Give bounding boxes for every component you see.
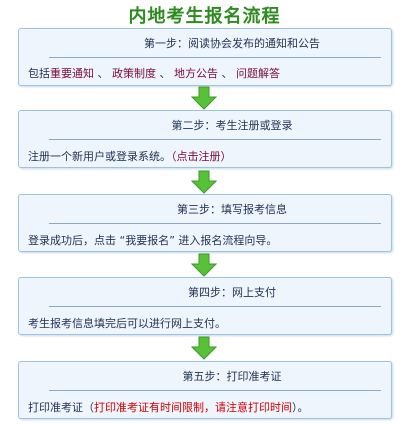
divider (49, 306, 381, 307)
step-1-heading: 第一步：阅读协会发布的通知和公告 (144, 37, 320, 50)
step-5-description: 打印准考证（打印准考证有时间限制，请注意打印时间）。 (28, 399, 309, 415)
step-4-heading: 第四步：网上支付 (188, 286, 276, 299)
separator: 、 (156, 67, 171, 80)
step-5-box: 第五步：打印准考证 打印准考证（打印准考证有时间限制，请注意打印时间）。 (18, 361, 392, 419)
desc-prefix: 打印准考证（ (28, 401, 94, 414)
step-1-description: 包括重要通知 、 政策制度 、 地方公告 、 问题解答 (28, 65, 280, 81)
step-3-heading: 第三步：填写报考信息 (177, 203, 287, 216)
page-title: 内地考生报名流程 (128, 6, 281, 27)
link-local-announcement[interactable]: 地方公告 (174, 67, 218, 80)
step-3-box: 第三步：填写报考信息 登录成功后，点击 “我要报名” 进入报名流程向导。 (18, 194, 392, 252)
step-2-box: 第二步：考生注册或登录 注册一个新用户或登录系统。（点击注册） (18, 110, 392, 168)
divider (49, 139, 381, 140)
time-limit-warning: 打印准考证有时间限制，请注意打印时间 (94, 401, 292, 414)
desc-suffix: ）。 (292, 401, 309, 414)
step-5-heading: 第五步：打印准考证 (182, 370, 282, 383)
green-down-arrow-icon (191, 336, 217, 360)
step-2-description: 注册一个新用户或登录系统。（点击注册） (28, 148, 232, 164)
desc-prefix: 包括 (28, 67, 50, 80)
green-down-arrow-icon (191, 86, 217, 110)
divider (49, 223, 381, 224)
step-1-box: 第一步：阅读协会发布的通知和公告 包括重要通知 、 政策制度 、 地方公告 、 … (18, 28, 392, 86)
separator: 、 (218, 67, 233, 80)
register-link[interactable]: （点击注册） (171, 150, 232, 163)
link-faq[interactable]: 问题解答 (236, 67, 280, 80)
link-important-notice[interactable]: 重要通知 (50, 67, 94, 80)
step-2-heading: 第二步：考生注册或登录 (171, 119, 293, 132)
step-3-description: 登录成功后，点击 “我要报名” 进入报名流程向导。 (28, 234, 278, 247)
divider (49, 57, 381, 58)
step-4-box: 第四步：网上支付 考生报考信息填完后可以进行网上支付。 (18, 277, 392, 335)
desc-text: 注册一个新用户或登录系统。 (28, 150, 171, 163)
divider (49, 390, 381, 391)
green-down-arrow-icon (191, 253, 217, 277)
green-down-arrow-icon (191, 170, 217, 194)
separator: 、 (94, 67, 109, 80)
link-policy[interactable]: 政策制度 (112, 67, 156, 80)
step-4-description: 考生报考信息填完后可以进行网上支付。 (28, 317, 226, 330)
